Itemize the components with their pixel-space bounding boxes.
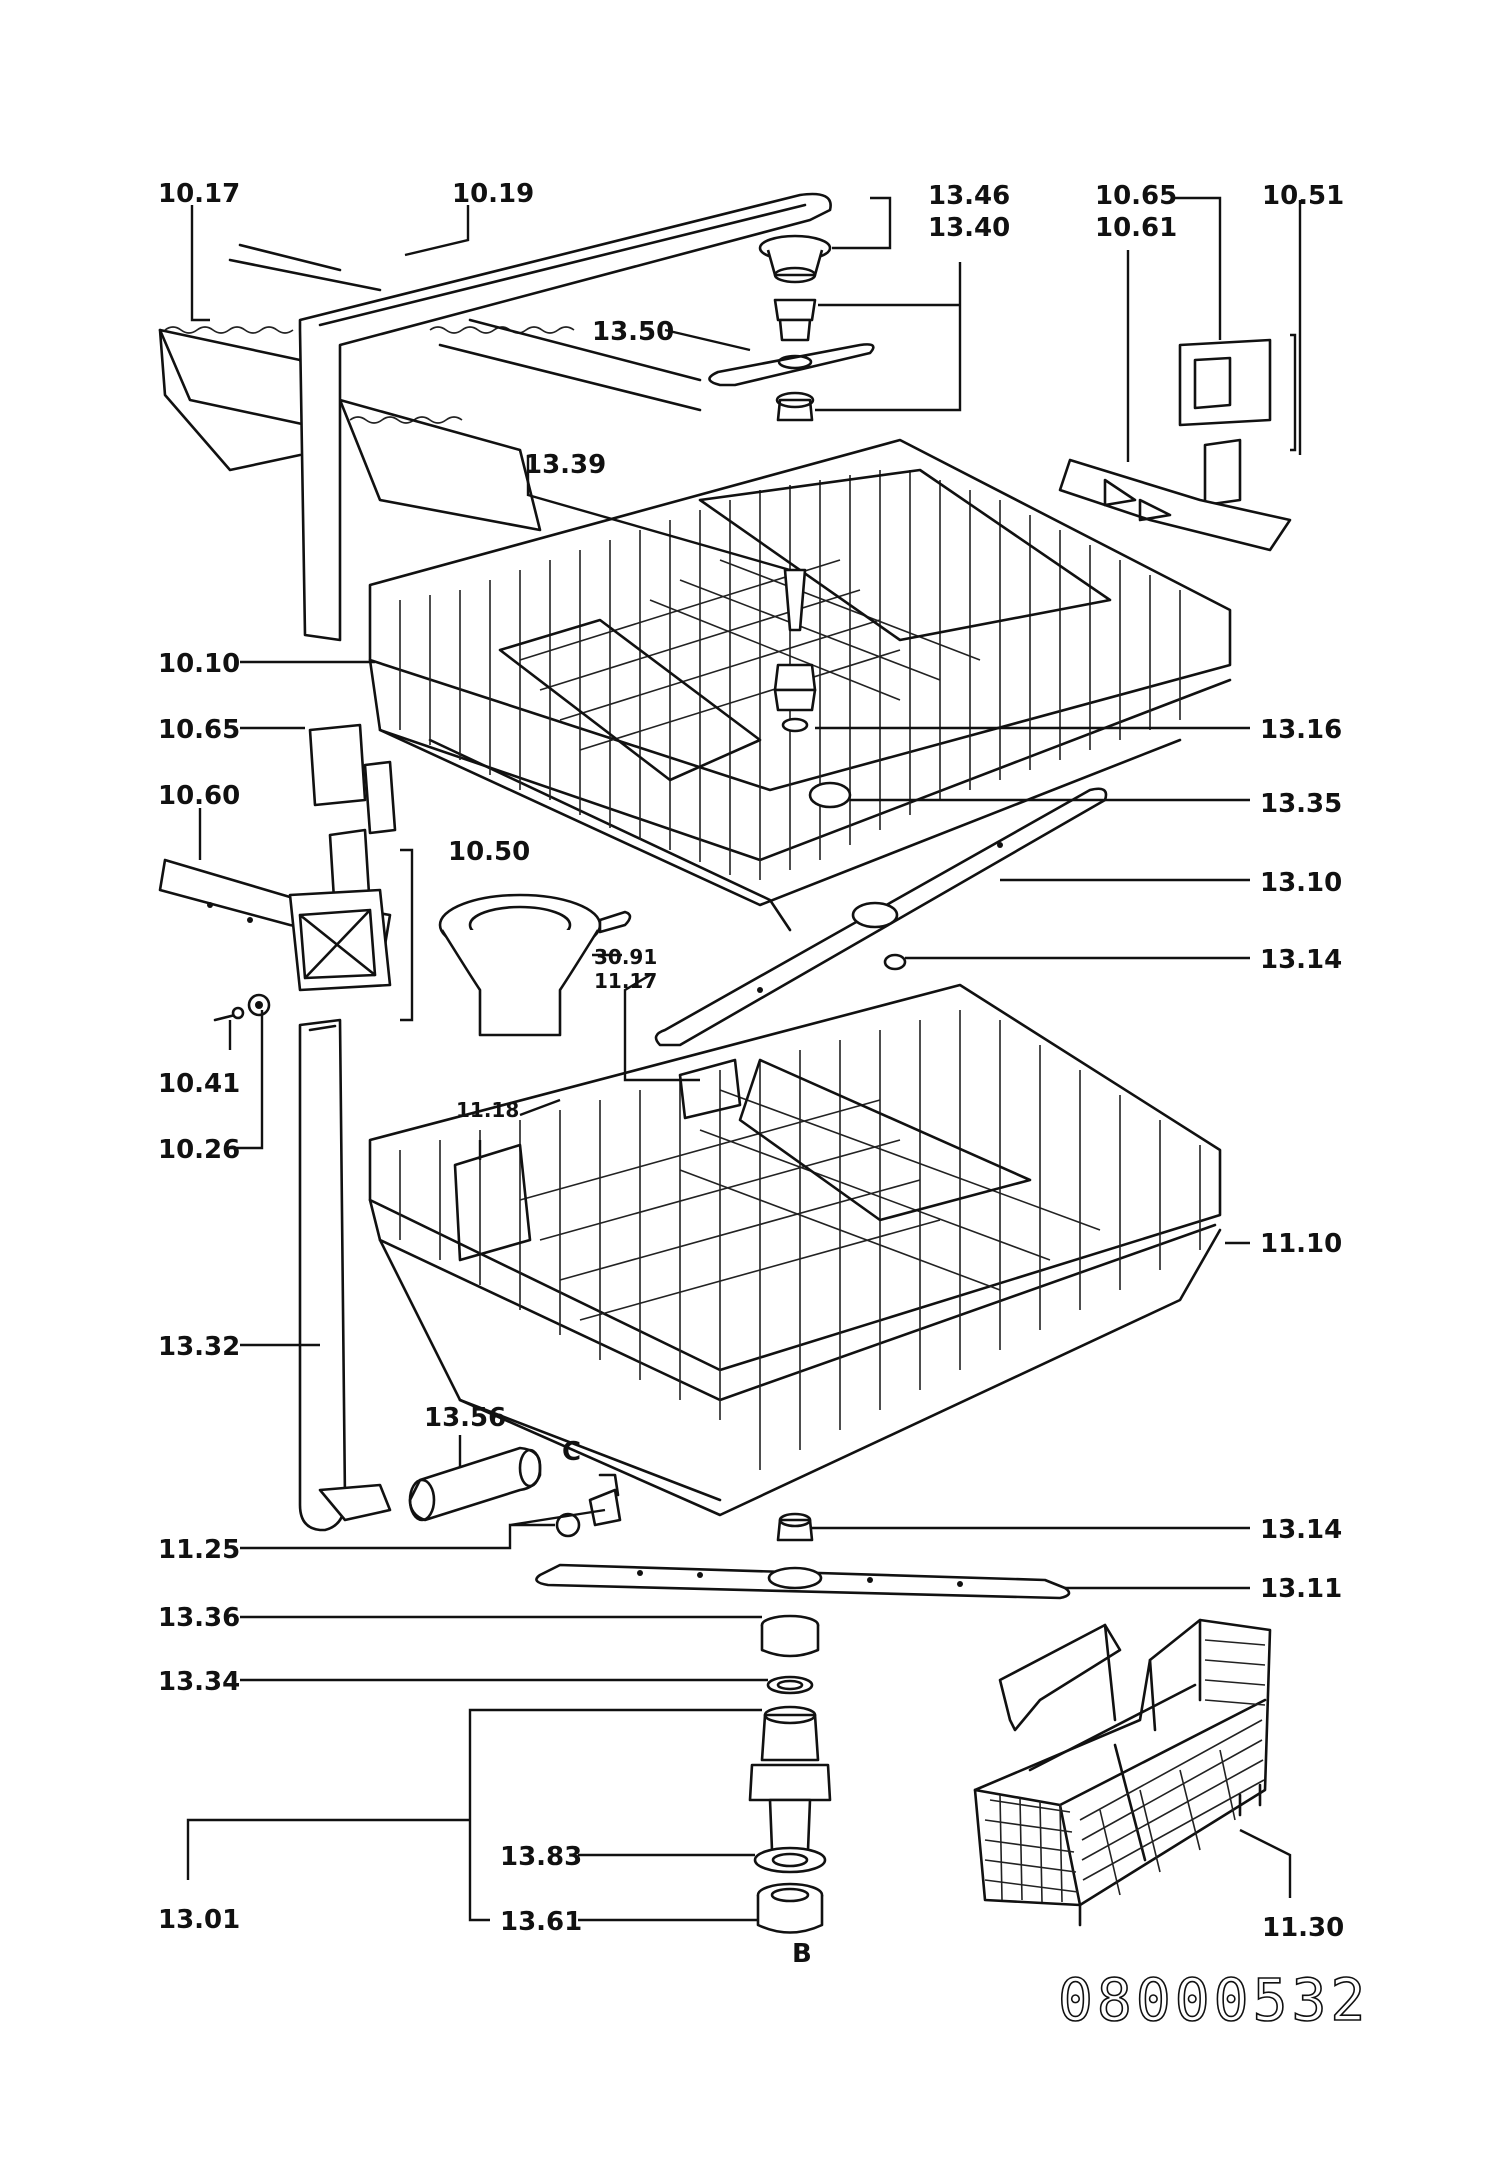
callout-13-14-bottom: 13.14 xyxy=(1260,1515,1342,1545)
right-rail-bracket xyxy=(1058,333,1297,552)
upper-spray-nozzle-stack xyxy=(708,234,875,422)
callout-labels: 10.17 10.19 13.46 13.40 10.65 10.61 10.5… xyxy=(158,179,1344,1969)
callout-13-01: 13.01 xyxy=(158,1905,240,1935)
callout-11-30: 11.30 xyxy=(1262,1913,1344,1943)
callout-13-36: 13.36 xyxy=(158,1603,240,1633)
callout-13-14-top: 13.14 xyxy=(1260,945,1342,975)
callout-10-17: 10.17 xyxy=(158,179,240,209)
callout-13-39: 13.39 xyxy=(524,450,606,480)
callout-10-51: 10.51 xyxy=(1262,181,1344,211)
cutlery-basket xyxy=(973,1618,1272,1927)
callout-13-40: 13.40 xyxy=(928,213,1010,243)
lower-basket xyxy=(368,983,1222,1517)
callout-11-25: 11.25 xyxy=(158,1535,240,1565)
callout-13-32: 13.32 xyxy=(158,1332,240,1362)
callout-11-18: 11.18 xyxy=(456,1098,519,1122)
callout-13-11: 13.11 xyxy=(1260,1574,1342,1604)
callout-13-16: 13.16 xyxy=(1260,715,1342,745)
callout-13-83: 13.83 xyxy=(500,1842,582,1872)
callout-10-41: 10.41 xyxy=(158,1069,240,1099)
upper-spray-column xyxy=(773,568,852,809)
callout-13-61: 13.61 xyxy=(500,1907,582,1937)
callout-10-65-top: 10.65 xyxy=(1095,181,1177,211)
marker-c: C xyxy=(562,1437,581,1467)
callout-13-56: 13.56 xyxy=(424,1403,506,1433)
hose-connector xyxy=(408,1446,542,1522)
screw-and-roller xyxy=(213,993,271,1022)
callout-10-60: 10.60 xyxy=(158,781,240,811)
document-number: 08000532 xyxy=(1058,1966,1369,2034)
lower-spray-assembly xyxy=(535,1512,1071,1934)
upper-spray-arm xyxy=(654,787,1108,1047)
callout-13-46: 13.46 xyxy=(928,181,1010,211)
callout-10-65: 10.65 xyxy=(158,715,240,745)
callout-10-26: 10.26 xyxy=(158,1135,240,1165)
callout-10-61: 10.61 xyxy=(1095,213,1177,243)
supply-tube xyxy=(298,1018,392,1532)
detergent-funnel xyxy=(438,893,632,1037)
callout-11-17: 11.17 xyxy=(594,969,657,993)
leader-lines xyxy=(186,196,1302,1922)
callout-11-10: 11.10 xyxy=(1260,1229,1342,1259)
marker-b: B xyxy=(792,1939,812,1969)
rail-guide-assembly xyxy=(158,192,832,642)
callout-13-50: 13.50 xyxy=(592,317,674,347)
upper-basket xyxy=(368,438,1232,932)
callout-10-10: 10.10 xyxy=(158,649,240,679)
basket-clip xyxy=(555,1473,622,1538)
callout-13-35: 13.35 xyxy=(1260,789,1342,819)
callout-10-19: 10.19 xyxy=(452,179,534,209)
callout-30-91: 30.91 xyxy=(594,945,657,969)
left-rail-bracket xyxy=(158,723,414,1022)
callout-13-10: 13.10 xyxy=(1260,868,1342,898)
callout-13-34: 13.34 xyxy=(158,1667,240,1697)
callout-10-50: 10.50 xyxy=(448,837,530,867)
